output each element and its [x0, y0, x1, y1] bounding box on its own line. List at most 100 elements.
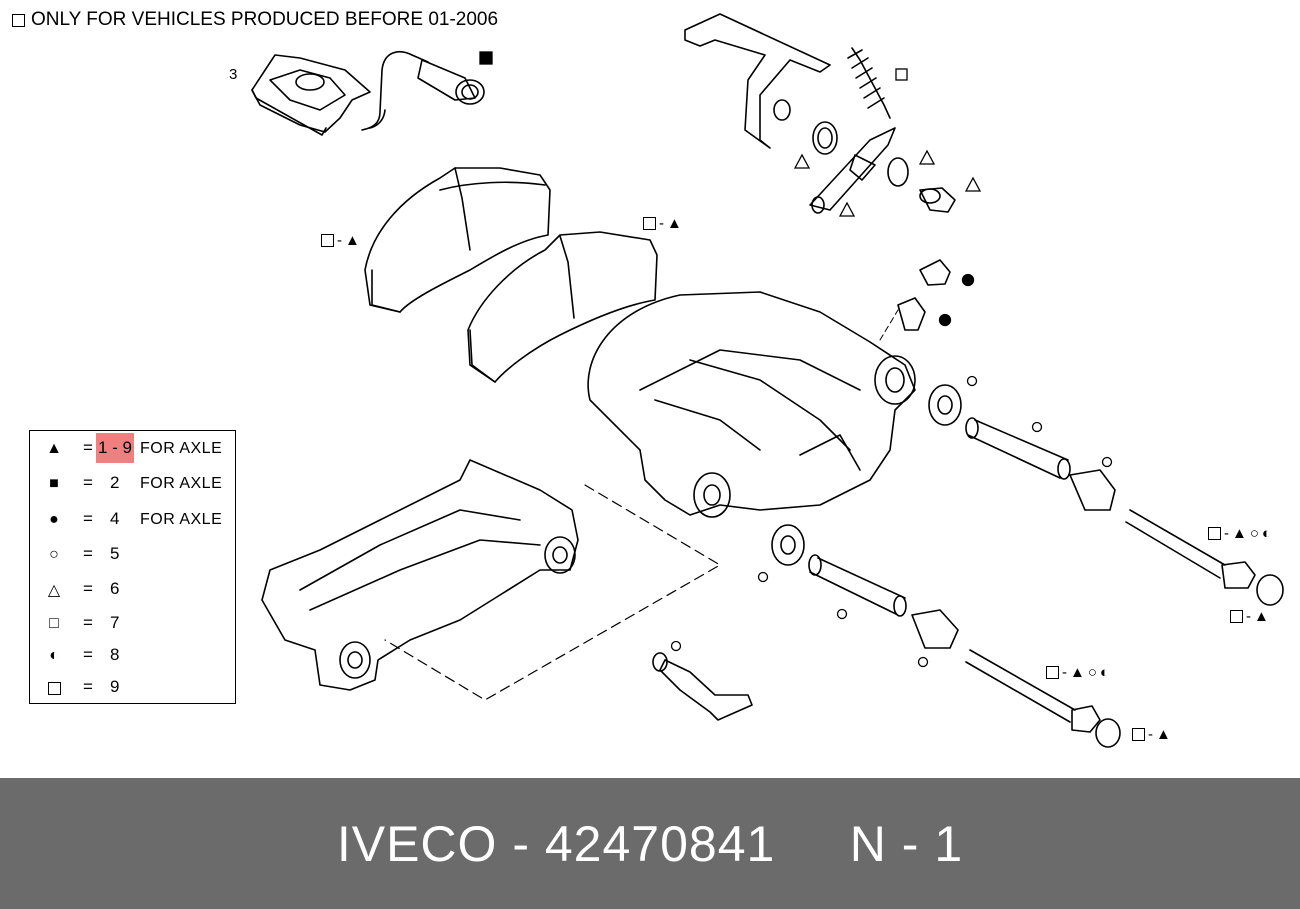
- legend-note: FOR AXLE: [140, 475, 223, 492]
- adjuster-bracket: [684, 13, 838, 155]
- circle-open-marker: [757, 571, 769, 583]
- triangle-filled-icon: ▲: [667, 215, 682, 232]
- legend-row: = 9: [30, 676, 235, 700]
- circle-open-marker: [836, 608, 848, 620]
- dust-cap: [919, 259, 951, 286]
- equals-sign: =: [83, 613, 93, 632]
- legend-row: ● = 4 FOR AXLE: [30, 508, 235, 532]
- square-half-icon: [44, 678, 64, 698]
- part-number-caption: IVECO - 42470841 N - 1: [336, 815, 964, 872]
- equals-sign: =: [83, 438, 93, 457]
- caliper-carrier: [261, 459, 579, 691]
- brake-pad-right: [467, 231, 658, 383]
- circle-open-marker: [1101, 456, 1113, 468]
- dash: -: [1224, 525, 1229, 542]
- legend-value: 4: [110, 509, 120, 528]
- legend-note: FOR AXLE: [140, 440, 223, 457]
- upper-bolt-callout: - ▲ ○ ◐: [1208, 525, 1271, 542]
- circle-open-marker: [1031, 421, 1043, 433]
- legend-row: ▲ = 1 - 9 FOR AXLE: [30, 433, 235, 463]
- symbol-legend: ▲ = 1 - 9 FOR AXLE ■ = 2 FOR AXLE ● = 4 …: [29, 430, 236, 704]
- circle-open-marker: [670, 640, 682, 652]
- pad-left-callout: - ▲: [321, 232, 360, 249]
- part-3-number: 3: [229, 66, 238, 83]
- adjuster-lever: [809, 127, 896, 214]
- wear-sensor: [361, 51, 485, 131]
- half-square-icon: [643, 217, 656, 230]
- return-spring: [847, 47, 891, 119]
- half-square-icon: [12, 13, 25, 27]
- parts-drawing: [251, 13, 1284, 748]
- square-open-marker: [895, 68, 908, 81]
- assembly-guide-line: [384, 484, 721, 701]
- legend-row: ◐ = 8: [30, 644, 235, 668]
- caliper-body: [587, 291, 916, 518]
- legend-row: ■ = 2 FOR AXLE: [30, 472, 235, 496]
- washer: [887, 157, 909, 187]
- legend-row: ○ = 5: [30, 543, 235, 567]
- grease-tube: [652, 652, 753, 721]
- equals-sign: =: [83, 473, 93, 492]
- legend-row: △ = 6: [30, 578, 235, 602]
- triangle-filled-icon: ▲: [1156, 726, 1171, 743]
- square-open-icon: □: [49, 615, 59, 632]
- dash: -: [337, 232, 342, 249]
- lower-bolt-callout: - ▲ ○ ◐: [1046, 664, 1109, 681]
- lower-cap-callout: - ▲: [1132, 726, 1171, 743]
- upper-cap-callout: - ▲: [1230, 608, 1269, 625]
- circle-filled-marker: [961, 273, 975, 287]
- equals-sign: =: [83, 579, 93, 598]
- legend-row: □ = 7: [30, 612, 235, 636]
- screw: [919, 187, 956, 213]
- triangle-open-icon: △: [47, 582, 61, 599]
- circle-half-icon: ◐: [1099, 664, 1109, 681]
- half-square-icon: [1230, 610, 1243, 623]
- legend-value: 6: [110, 579, 120, 598]
- circle-filled-marker: [938, 313, 952, 327]
- circle-open-icon: ○: [49, 546, 59, 563]
- equals-sign: =: [83, 509, 93, 528]
- triangle-filled-icon: ▲: [1254, 608, 1269, 625]
- legend-value: 7: [110, 613, 120, 632]
- circle-half-icon: ◐: [49, 647, 59, 664]
- triangle-open-marker: [793, 153, 811, 169]
- exploded-parts-diagram: ONLY FOR VEHICLES PRODUCED BEFORE 01-200…: [0, 0, 1300, 778]
- dash: -: [1148, 726, 1153, 743]
- legend-note: FOR AXLE: [140, 511, 223, 528]
- vehicle-date-note: ONLY FOR VEHICLES PRODUCED BEFORE 01-200…: [12, 9, 498, 31]
- triangle-open-marker: [964, 176, 982, 192]
- square-filled-icon: ■: [49, 475, 59, 492]
- half-square-icon: [1046, 666, 1059, 679]
- equals-sign: =: [83, 544, 93, 563]
- legend-value: 5: [110, 544, 120, 563]
- legend-value: 8: [110, 645, 120, 664]
- bleed-valve: [897, 297, 926, 331]
- circle-half-icon: ◐: [1261, 525, 1271, 542]
- upper-guide-set: [928, 384, 1284, 606]
- triangle-open-marker: [838, 201, 856, 217]
- legend-value: 2: [110, 473, 120, 492]
- dash: -: [1246, 608, 1251, 625]
- triangle-filled-icon: ▲: [1232, 525, 1247, 542]
- note-text: ONLY FOR VEHICLES PRODUCED BEFORE 01-200…: [31, 9, 499, 30]
- triangle-filled-icon: ▲: [46, 440, 62, 457]
- square-filled-marker: [479, 51, 493, 65]
- circle-open-icon: ○: [1249, 525, 1259, 542]
- pad-retainer-clip: [251, 54, 371, 136]
- legend-value: 9: [110, 677, 120, 696]
- half-square-icon: [1208, 527, 1221, 540]
- circle-open-marker: [917, 656, 929, 668]
- circle-open-icon: ○: [1087, 664, 1097, 681]
- brake-pad-left: [364, 167, 551, 313]
- part-3-label: 3: [229, 66, 237, 83]
- circle-filled-icon: ●: [49, 511, 59, 528]
- triangle-filled-icon: ▲: [345, 232, 360, 249]
- pad-right-callout: - ▲: [643, 215, 682, 232]
- half-square-icon: [321, 234, 334, 247]
- equals-sign: =: [83, 645, 93, 664]
- legend-value: 1 - 9: [96, 433, 135, 463]
- lower-guide-set: [771, 524, 1121, 748]
- triangle-open-marker: [918, 149, 936, 165]
- half-square-icon: [1132, 728, 1145, 741]
- dash: -: [659, 215, 664, 232]
